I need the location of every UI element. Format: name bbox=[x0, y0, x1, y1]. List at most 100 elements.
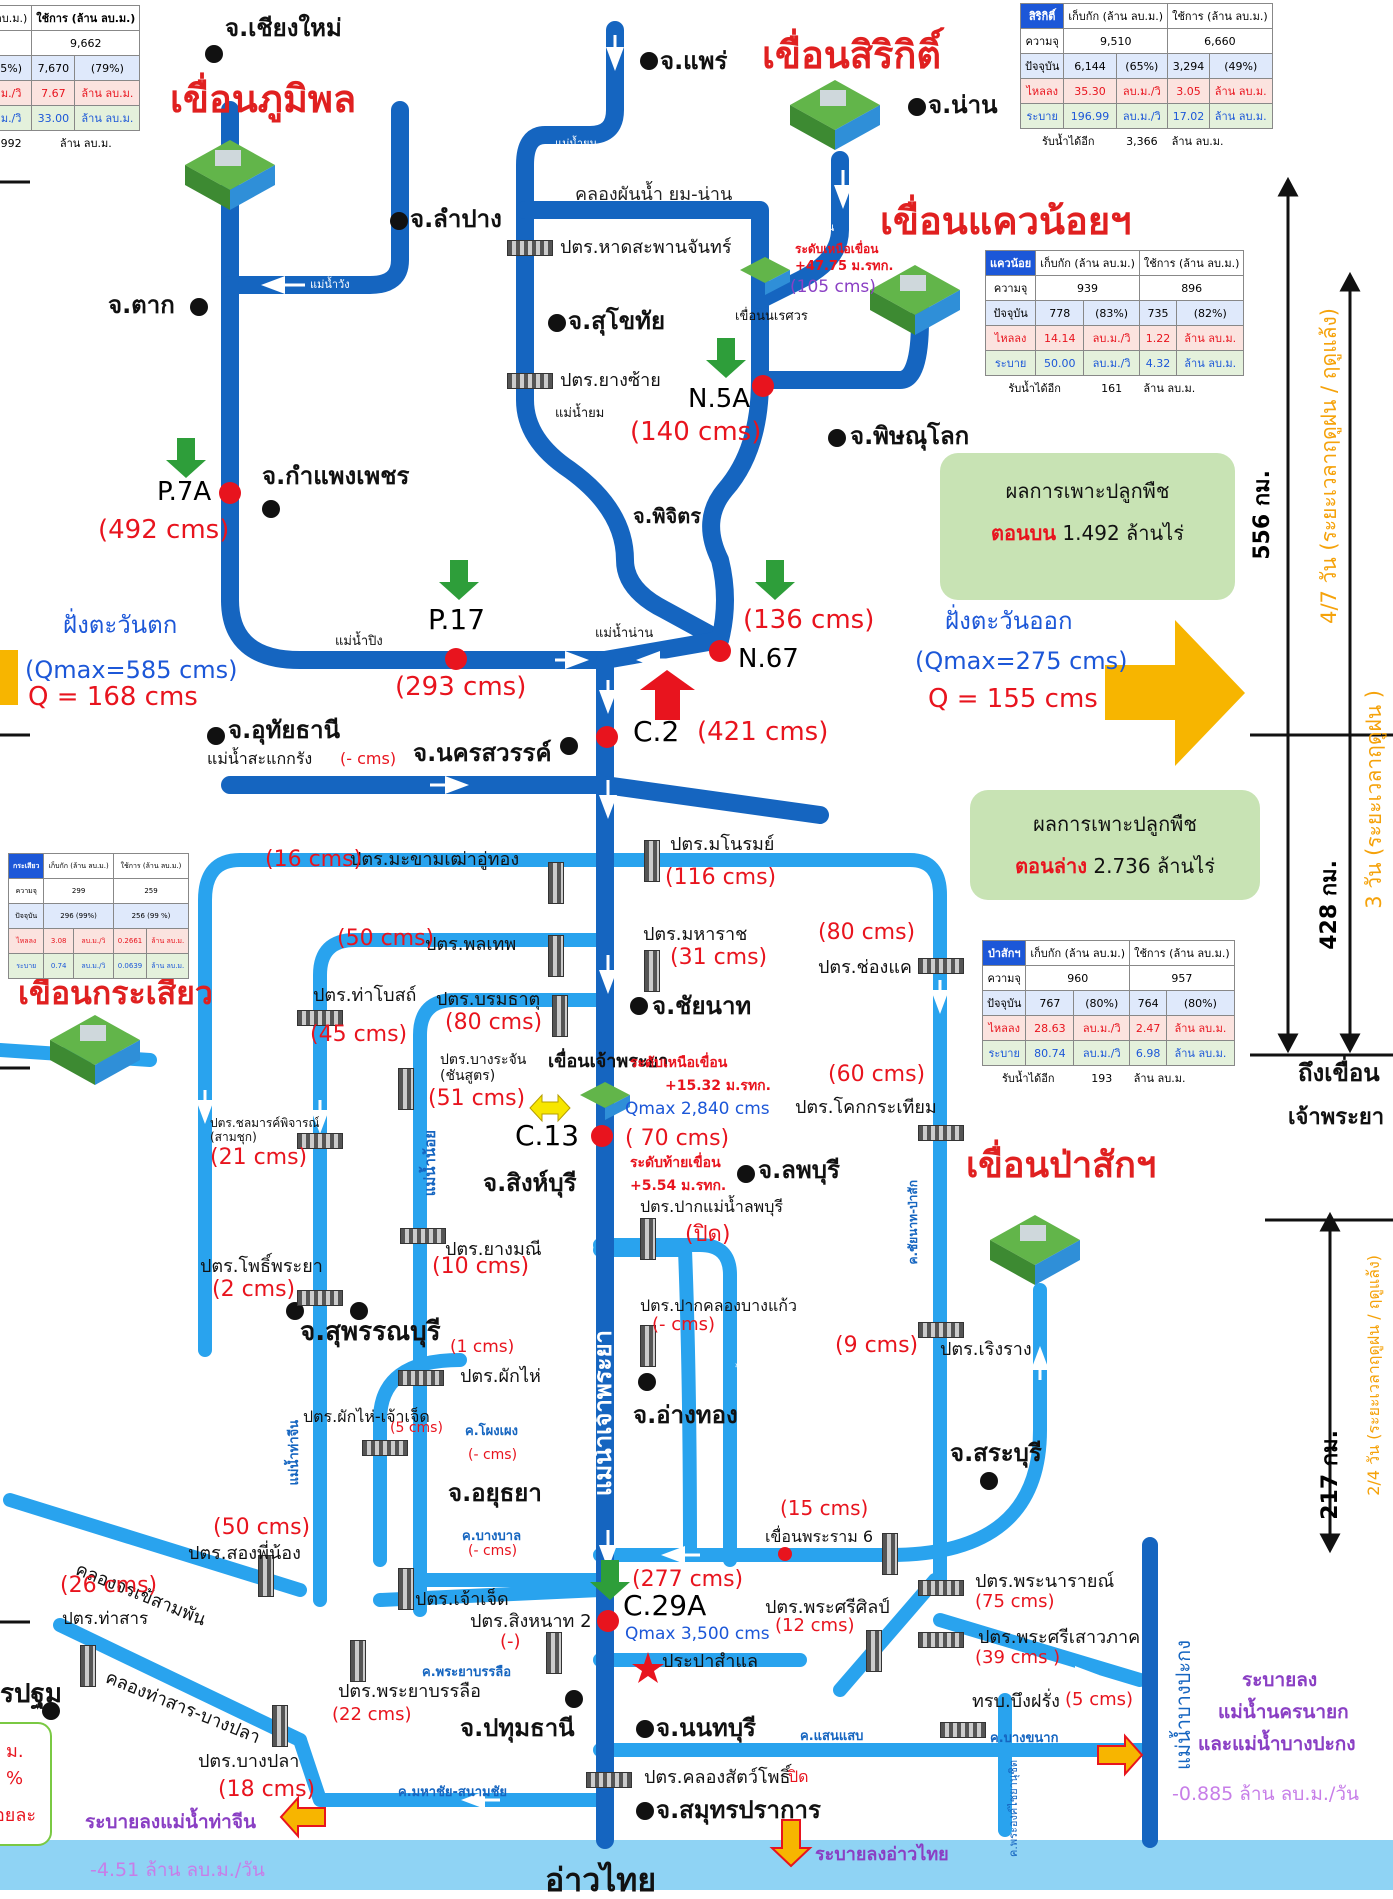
river-label-bang-ban: ค.บางบาล bbox=[462, 1529, 522, 1544]
gate-icon-tha-bot bbox=[297, 1010, 343, 1026]
dam-title-pasak[interactable]: เขื่อนป่าสักฯ bbox=[966, 1145, 1157, 1186]
dam-title-chao-phraya[interactable]: เขื่อนเจ้าพระยา bbox=[548, 1051, 669, 1072]
regulator-yang-sai[interactable]: ปตร.ยางซ้าย bbox=[560, 370, 661, 391]
regulator-song-phi-nong[interactable]: ปตร.สองพี่น้อง bbox=[188, 1543, 301, 1564]
regulator-bueng-fang[interactable]: ทรบ.บึงฝรั่ง bbox=[972, 1691, 1060, 1712]
station-c2-marker[interactable] bbox=[596, 726, 618, 748]
regulator-manorom[interactable]: ปตร.มโนรมย์ bbox=[670, 834, 775, 855]
regulator-hat-saphan-chan[interactable]: ปตร.หาดสะพานจันทร์ bbox=[560, 237, 732, 258]
gulf-outflow: ระบายลงอ่าวไทย bbox=[815, 1844, 949, 1865]
river-label-chao-phraya: แม่น้ำเจ้าพระยา bbox=[589, 1330, 617, 1497]
gate-icon-boromathat bbox=[552, 995, 568, 1037]
regulator-pho-phraya[interactable]: ปตร.โพธิ์พระยา bbox=[200, 1256, 323, 1277]
pasak-cur-store: 767 bbox=[1025, 990, 1075, 1016]
bang-pakong-outflow-value: -0.885 ล้าน ลบ.ม./วัน bbox=[1172, 1783, 1359, 1805]
regulator-khok-kathiam-flow: (60 cms) bbox=[828, 1062, 926, 1087]
regulator-singhanat[interactable]: ปตร.สิงหนาท 2 bbox=[470, 1611, 592, 1632]
current-label: ปัจจุบัน bbox=[984, 300, 1037, 326]
regulator-pak-hai-chao-chet[interactable]: ปตร.ผักไห่-เจ้าเจ็ด bbox=[303, 1407, 430, 1426]
regulator-bang-rachan[interactable]: ปตร.บางระจัน (ชันสูตร) bbox=[440, 1052, 527, 1085]
station-c29a-label[interactable]: C.29A bbox=[623, 1589, 707, 1622]
regulator-khok-kathiam[interactable]: ปตร.โคกกระเทียม bbox=[795, 1097, 937, 1118]
rama6-marker[interactable] bbox=[778, 1547, 792, 1561]
regulator-phraya-banlue[interactable]: ปตร.พระยาบรรลือ bbox=[338, 1681, 481, 1702]
khwae-noi-cur-store: 778 bbox=[1035, 300, 1085, 326]
station-p7a-label[interactable]: P.7A bbox=[157, 477, 212, 507]
province-nakhon-pathom-partial: รปฐม bbox=[0, 1679, 62, 1709]
regulator-chao-chet[interactable]: ปตร.เจ้าเจ็ด bbox=[415, 1589, 509, 1610]
saraburi-dot bbox=[980, 1472, 998, 1490]
regulator-khlong-sat-pho[interactable]: ปตร.คลองสัตว์โพธิ์ bbox=[644, 1767, 791, 1788]
station-p7a-marker[interactable] bbox=[219, 482, 241, 504]
unit-vol: ล้าน ลบ.ม. bbox=[1208, 103, 1273, 129]
accept-label: รับน้ำได้อีก bbox=[1001, 1072, 1055, 1085]
pasak-dam-icon bbox=[990, 1215, 1080, 1285]
regulator-bueng-fang-flow: (5 cms) bbox=[1065, 1689, 1134, 1710]
gate-icon-bang-pla bbox=[272, 1705, 288, 1747]
station-c13-label[interactable]: C.13 bbox=[515, 1119, 580, 1152]
inflow-label: ไหลลง bbox=[1019, 78, 1065, 104]
province-nan: จ.น่าน bbox=[928, 91, 998, 119]
station-c2-label[interactable]: C.2 bbox=[633, 715, 680, 748]
regulator-phonlathep[interactable]: ปตร.พลเทพ bbox=[425, 934, 517, 955]
pathum-thani-dot bbox=[565, 1690, 583, 1708]
nakhon-pathom-info-box: ม. % อยละ bbox=[0, 1722, 52, 1846]
unit-vol: ล้าน ลบ.ม. bbox=[1175, 350, 1245, 376]
regulator-tha-bot[interactable]: ปตร.ท่าโบสถ์ bbox=[313, 985, 417, 1006]
regulator-pak-hai[interactable]: ปตร.ผักไห่ bbox=[460, 1366, 541, 1387]
phitsanulok-dot bbox=[828, 429, 846, 447]
dam-title-bhumibol[interactable]: เขื่อนภูมิพล bbox=[170, 77, 357, 121]
krasiao-cur-usable: 256 (99 %) bbox=[112, 903, 190, 929]
regulator-chonlamak[interactable]: ปตร.ชลมารค์พิจารณ์ (สามชุก) bbox=[210, 1116, 320, 1144]
station-c13-marker[interactable] bbox=[591, 1125, 613, 1147]
station-c29a-marker[interactable] bbox=[597, 1610, 619, 1632]
rama6-flow: (15 cms) bbox=[780, 1496, 869, 1520]
dam-title-krasiao[interactable]: เขื่อนกระเสียว bbox=[18, 974, 213, 1012]
station-n5a-marker[interactable] bbox=[752, 375, 774, 397]
regulator-maharat[interactable]: ปตร.มหาราช bbox=[643, 924, 748, 945]
distance-556: 556 กม. bbox=[1250, 470, 1275, 560]
regulator-pak-lop-buri[interactable]: ปตร.ปากแม่น้ำลพบุรี bbox=[640, 1197, 783, 1216]
suphan-buri-dot-2 bbox=[286, 1302, 304, 1320]
station-n67-marker[interactable] bbox=[709, 640, 731, 662]
regulator-bang-pla[interactable]: ปตร.บางปลา bbox=[198, 1751, 300, 1772]
regulator-chong-khae-flow: (80 cms) bbox=[818, 920, 916, 945]
regulator-tha-san[interactable]: ปตร.ท่าสาร bbox=[62, 1609, 149, 1629]
regulator-yang-mani[interactable]: ปตร.ยางมณี bbox=[445, 1239, 542, 1260]
station-n67-label[interactable]: N.67 bbox=[738, 644, 799, 674]
regulator-yang-mani-flow: (10 cms) bbox=[432, 1254, 530, 1279]
regulator-phra-si-sin[interactable]: ปตร.พระศรีศิลป์ bbox=[765, 1597, 890, 1618]
khwae-noi-inflow-rate: 14.14 bbox=[1035, 325, 1085, 351]
regulator-phra-narai[interactable]: ปตร.พระนารายณ์ bbox=[975, 1571, 1115, 1592]
regulator-makham-thao[interactable]: ปตร.มะขามเฒ่าอู่ทอง bbox=[350, 849, 520, 870]
regulator-phra-narai-flow: (75 cms) bbox=[975, 1591, 1055, 1612]
sukhothai-dot bbox=[548, 314, 566, 332]
pasak-cur-store-pct: (80%) bbox=[1073, 990, 1131, 1016]
province-nakhon-sawan: จ.นครสวรรค์ bbox=[413, 739, 552, 767]
station-c13-qmax: Qmax 2,840 cms bbox=[625, 1099, 770, 1119]
dam-title-sirikit[interactable]: เขื่อนสิริกิติ์ bbox=[762, 33, 942, 77]
regulator-phra-si-saowaphak-flow: (39 cms ) bbox=[975, 1647, 1061, 1668]
khwae-noi-cur-store-pct: (83%) bbox=[1083, 300, 1140, 326]
regulator-bang-kaeo[interactable]: ปตร.ปากคลองบางแก้ว bbox=[640, 1296, 797, 1315]
khwae-noi-inflow-vol: 1.22 bbox=[1138, 325, 1178, 351]
lower-canal-network bbox=[0, 853, 1157, 1837]
store-header: เก็บกัก (ล้าน ลบ.ม.) bbox=[1035, 250, 1140, 276]
naresuan-level-1: ระดับเหนือเขื่อน bbox=[795, 242, 879, 256]
gate-icon-song-phi-nong bbox=[258, 1555, 274, 1597]
regulator-phonlathep-flow: (50 cms) bbox=[337, 926, 435, 951]
tha-chin-outflow: ระบายลงแม่น้ำท่าจีน bbox=[85, 1811, 256, 1833]
gate-icon-bueng-fang bbox=[940, 1722, 986, 1738]
regulator-boromathat[interactable]: ปตร.บรมธาตุ bbox=[436, 989, 541, 1010]
dam-title-khwae-noi[interactable]: เขื่อนแควน้อยฯ bbox=[880, 199, 1132, 243]
river-label-noi: แม่น้ำน้อย bbox=[421, 1130, 439, 1197]
province-tak: จ.ตาก bbox=[108, 291, 175, 319]
regulator-chong-khae[interactable]: ปตร.ช่องแค bbox=[818, 957, 912, 978]
station-p17-marker[interactable] bbox=[445, 648, 467, 670]
dam-title-naresuan[interactable]: เขื่อนนเรศวร bbox=[735, 309, 808, 324]
station-n5a-label[interactable]: N.5A bbox=[688, 384, 751, 414]
dam-title-rama6[interactable]: เขื่อนพระราม 6 bbox=[765, 1527, 874, 1546]
regulator-roeng-rang[interactable]: ปตร.เริงราง bbox=[940, 1339, 1032, 1360]
station-p17-label[interactable]: P.17 bbox=[428, 603, 486, 636]
regulator-phra-si-saowaphak[interactable]: ปตร.พระศรีเสาวภาค bbox=[978, 1627, 1141, 1648]
